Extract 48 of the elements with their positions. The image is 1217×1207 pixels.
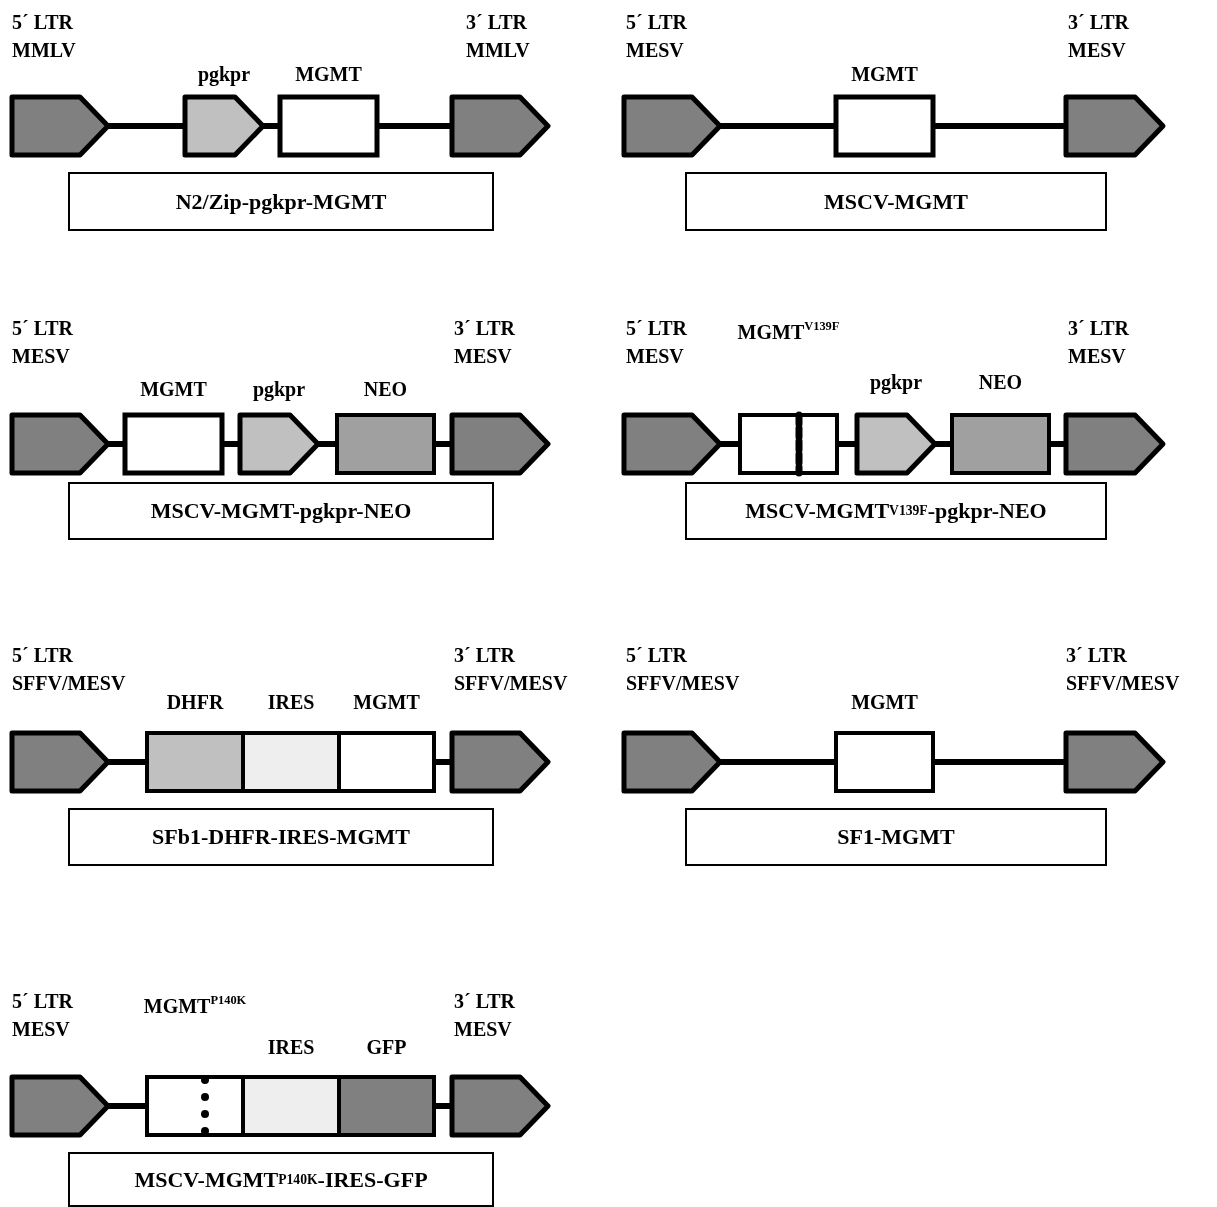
connector-line (108, 123, 185, 129)
construct-name-box: SF1-MGMT (685, 808, 1107, 866)
connector-line (108, 759, 147, 765)
segment-label: MGMT (851, 690, 918, 715)
construct-name-box: MSCV-MGMT (685, 172, 1107, 231)
construct-name-box: MSCV-MGMT-pgkpr-NEO (68, 482, 494, 540)
ltr-label: 3´ LTR MMLV (466, 10, 531, 63)
segment-label: pgkpr (197, 62, 251, 88)
ltr-label: 3´ LTR SFFV/MESV (1066, 643, 1181, 696)
ltr-label: 3´ LTR MESV (1068, 10, 1130, 63)
segment-label: MGMT (851, 62, 918, 87)
segment-label: DHFR (166, 690, 224, 715)
ltr-label: 5´ LTR SFFV/MESV (626, 643, 741, 696)
segment-label: MGMT$^{P140K}$ (143, 992, 247, 1019)
connector-line (720, 759, 836, 765)
segment-label: IRES (267, 1035, 315, 1060)
ltr-label: 5´ LTR MMLV (12, 10, 77, 63)
connector-line (837, 441, 857, 447)
segment-label: NEO (363, 377, 408, 402)
segment-label: pgkpr (252, 377, 306, 403)
construct-name-box: MSCV-MGMT$^{V139F}$-pgkpr-NEO (685, 482, 1107, 540)
connector-line (108, 1103, 147, 1109)
segment-label: MGMT$^{V139F}$ (737, 318, 840, 345)
construct-name-box: MSCV-MGMT$^{P140K}$-IRES-GFP (68, 1152, 494, 1207)
segment-label: MGMT (295, 62, 362, 87)
ltr-label: 3´ LTR SFFV/MESV (454, 643, 569, 696)
connector-line (377, 123, 452, 129)
segment-label: IRES (267, 690, 315, 715)
connector-line (720, 123, 836, 129)
connector-line (720, 441, 740, 447)
segment-label: GFP (366, 1035, 407, 1060)
connector-line (318, 441, 337, 447)
segment-label: MGMT (140, 377, 207, 402)
construct-name-box: SFb1-DHFR-IRES-MGMT (68, 808, 494, 866)
segment-label: MGMT (353, 690, 420, 715)
ltr-label: 5´ LTR MESV (626, 316, 688, 369)
ltr-label: 5´ LTR SFFV/MESV (12, 643, 127, 696)
ltr-label: 3´ LTR MESV (454, 316, 516, 369)
ltr-label: 5´ LTR MESV (12, 316, 74, 369)
ltr-label: 3´ LTR MESV (1068, 316, 1130, 369)
ltr-label: 5´ LTR MESV (626, 10, 688, 63)
connector-line (933, 759, 1066, 765)
ltr-label: 3´ LTR MESV (454, 989, 516, 1042)
connector-line (933, 123, 1066, 129)
ltr-label: 5´ LTR MESV (12, 989, 74, 1042)
construct-name-box: N2/Zip-pgkpr-MGMT (68, 172, 494, 231)
segment-label: pgkpr (869, 370, 923, 396)
segment-label: NEO (978, 370, 1023, 395)
